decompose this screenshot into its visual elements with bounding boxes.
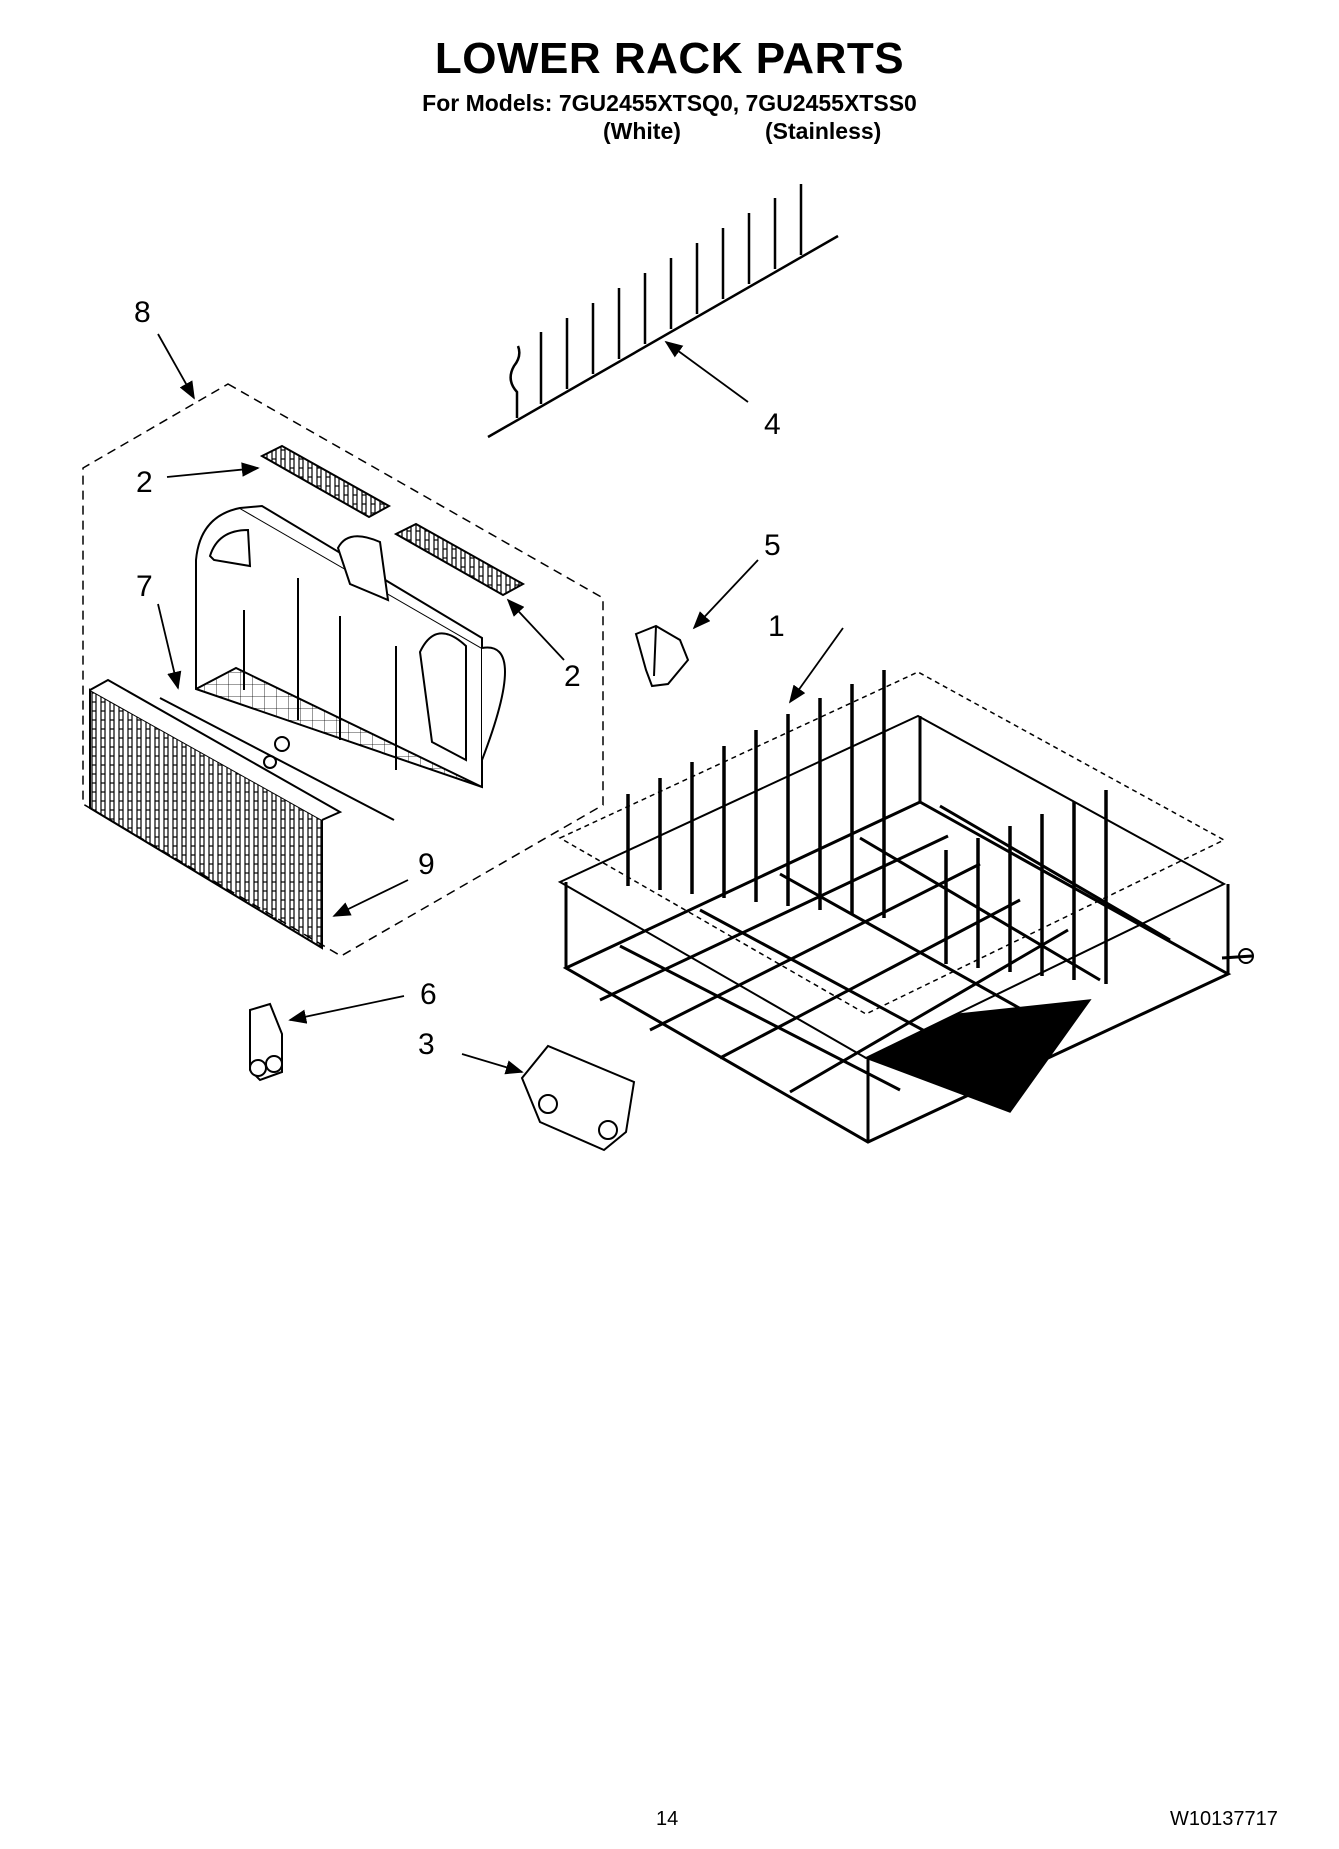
leader-6 xyxy=(288,995,405,1024)
page-number: 14 xyxy=(656,1808,679,1830)
callout-3: 3 xyxy=(418,1028,435,1061)
leader-4 xyxy=(664,340,749,403)
callout-2b: 2 xyxy=(564,660,581,693)
part-basket-lid-right xyxy=(393,522,526,597)
part-tine-row xyxy=(487,184,839,439)
callout-5: 5 xyxy=(764,529,781,562)
leader-3 xyxy=(461,1053,524,1075)
basket-assembly-outline xyxy=(82,383,604,957)
leader-5 xyxy=(692,559,759,630)
leader-1 xyxy=(788,627,844,704)
part-3-roller-bracket xyxy=(520,1044,636,1152)
part-lower-rack xyxy=(557,670,1254,1144)
callout-8: 8 xyxy=(134,296,151,329)
leader-9 xyxy=(332,879,409,917)
leader-2b xyxy=(506,598,565,661)
callout-4: 4 xyxy=(764,408,781,441)
callout-9: 9 xyxy=(418,848,435,881)
part-5-clip xyxy=(634,624,690,688)
callout-7: 7 xyxy=(136,570,153,603)
variant-white: (White) xyxy=(603,118,681,144)
page-title: LOWER RACK PARTS xyxy=(434,34,905,83)
callout-1: 1 xyxy=(768,610,785,643)
document-number: W10137717 xyxy=(1170,1808,1278,1830)
part-silverware-basket xyxy=(195,504,506,789)
variant-stainless: (Stainless) xyxy=(765,118,882,144)
part-basket-pins xyxy=(159,697,395,821)
part-6-roller xyxy=(249,1002,283,1082)
callout-2a: 2 xyxy=(136,466,153,499)
leader-7 xyxy=(157,603,182,690)
models-line: For Models: 7GU2455XTSQ0, 7GU2455XTSS0 xyxy=(422,90,917,116)
leader-8 xyxy=(157,333,195,400)
part-basket-front-panel xyxy=(89,678,343,950)
part-basket-lid-left xyxy=(259,444,392,519)
leader-2a xyxy=(166,462,260,478)
callout-6: 6 xyxy=(420,978,437,1011)
